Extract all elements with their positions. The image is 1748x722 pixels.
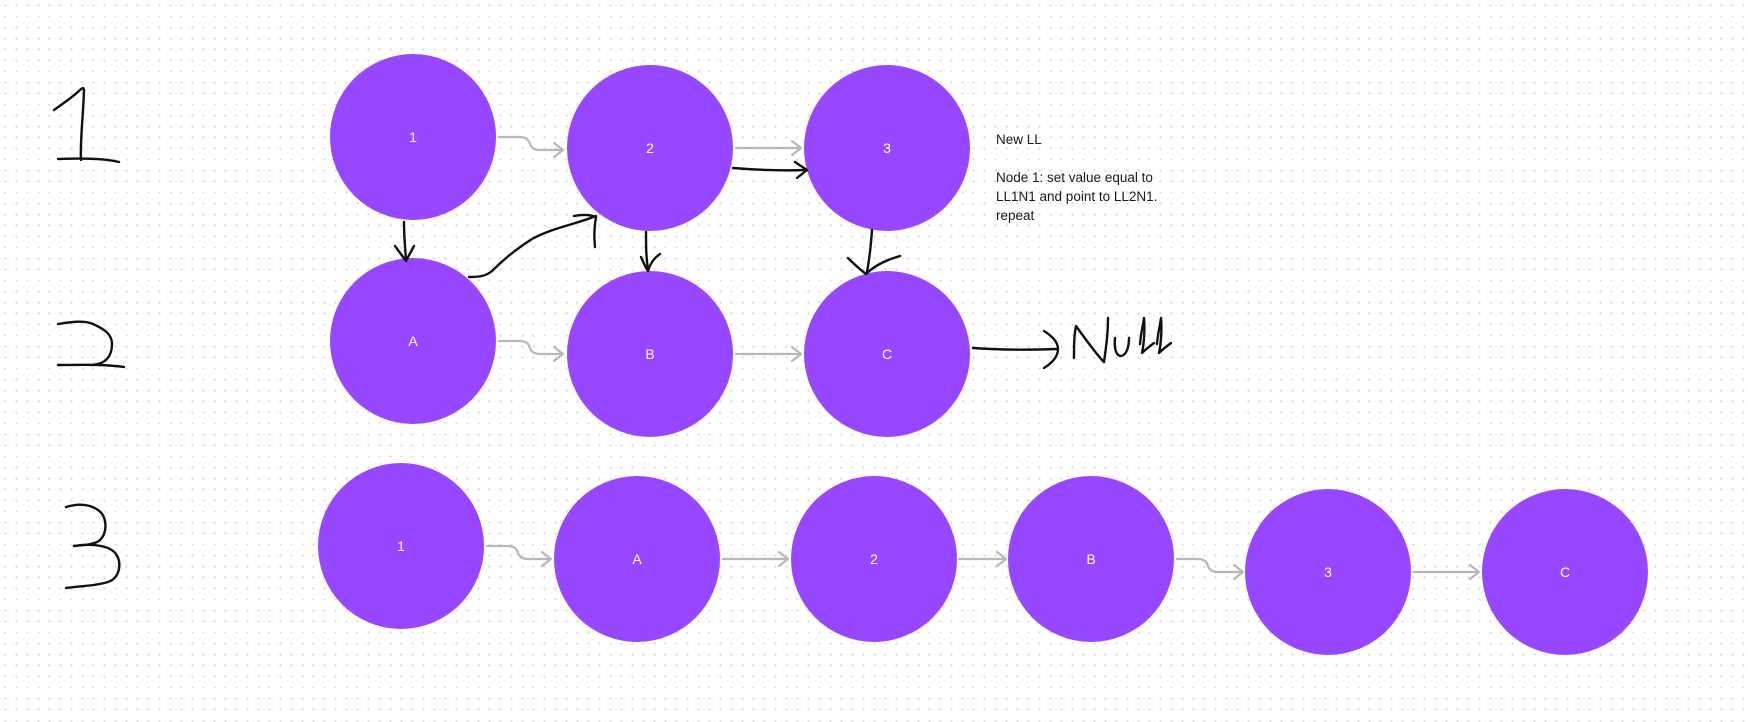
node-circle xyxy=(330,54,496,220)
connector-merged-b-to-3 xyxy=(1175,557,1245,581)
node-value: A xyxy=(632,551,642,567)
node-value: 1 xyxy=(397,538,405,554)
connector-merged-3-to-c xyxy=(1411,563,1481,581)
hand-arrow-2-to-3 xyxy=(731,160,809,180)
node-circle xyxy=(1008,476,1174,642)
merged-node-2[interactable]: 2 xyxy=(791,476,957,642)
connector-list1-2-to-3 xyxy=(734,139,803,157)
node-circle xyxy=(318,463,484,629)
notes-text-block[interactable]: New LL Node 1: set value equal to LL1N1 … xyxy=(996,130,1166,225)
list2-node-c[interactable]: C xyxy=(804,271,970,437)
merged-node-3[interactable]: 3 xyxy=(1245,489,1411,655)
list2-node-b[interactable]: B xyxy=(567,271,733,437)
node-circle xyxy=(804,271,970,437)
hand-arrow-a-to-2 xyxy=(467,213,598,279)
list1-node-2[interactable]: 2 xyxy=(567,65,733,231)
merged-node-a[interactable]: A xyxy=(554,476,720,642)
hand-arrow-1-to-a xyxy=(393,220,416,263)
node-value: C xyxy=(1560,564,1570,580)
merged-node-1[interactable]: 1 xyxy=(318,463,484,629)
node-circle xyxy=(804,65,970,231)
null-handwriting xyxy=(1072,316,1173,364)
connector-merged-2-to-b xyxy=(957,550,1008,568)
list2-node-a[interactable]: A xyxy=(330,258,496,424)
node-value: 3 xyxy=(1324,564,1332,580)
node-value: B xyxy=(645,346,654,362)
connector-merged-1-to-a xyxy=(485,544,553,568)
node-circle xyxy=(330,258,496,424)
row-number-2 xyxy=(56,320,126,369)
node-value: 3 xyxy=(883,140,891,156)
connector-list1-1-to-2 xyxy=(497,135,565,159)
list1-node-3[interactable]: 3 xyxy=(804,65,970,231)
note-body: Node 1: set value equal to LL1N1 and poi… xyxy=(996,170,1158,223)
connector-merged-a-to-2 xyxy=(721,550,790,568)
node-value: 2 xyxy=(870,551,878,567)
hand-arrow-2-to-b xyxy=(639,230,662,273)
note-title: New LL xyxy=(996,132,1042,147)
node-circle xyxy=(554,476,720,642)
connector-list2-b-to-c xyxy=(734,345,803,363)
merged-node-b[interactable]: B xyxy=(1008,476,1174,642)
node-value: 1 xyxy=(409,129,417,145)
node-value: B xyxy=(1086,551,1095,567)
hand-arrow-3-to-c xyxy=(846,228,902,276)
connector-list2-a-to-b xyxy=(497,339,565,363)
node-value: C xyxy=(882,346,892,362)
merged-node-c[interactable]: C xyxy=(1482,489,1648,655)
node-circle xyxy=(791,476,957,642)
node-circle xyxy=(1245,489,1411,655)
note-spacer xyxy=(996,149,1166,168)
node-circle xyxy=(567,65,733,231)
row-number-1 xyxy=(52,86,121,164)
row-number-3 xyxy=(64,503,121,590)
node-value: 2 xyxy=(646,140,654,156)
list1-node-1[interactable]: 1 xyxy=(330,54,496,220)
node-circle xyxy=(1482,489,1648,655)
node-circle xyxy=(567,271,733,437)
node-value: A xyxy=(408,333,418,349)
hand-arrow-c-to-null xyxy=(971,329,1060,370)
